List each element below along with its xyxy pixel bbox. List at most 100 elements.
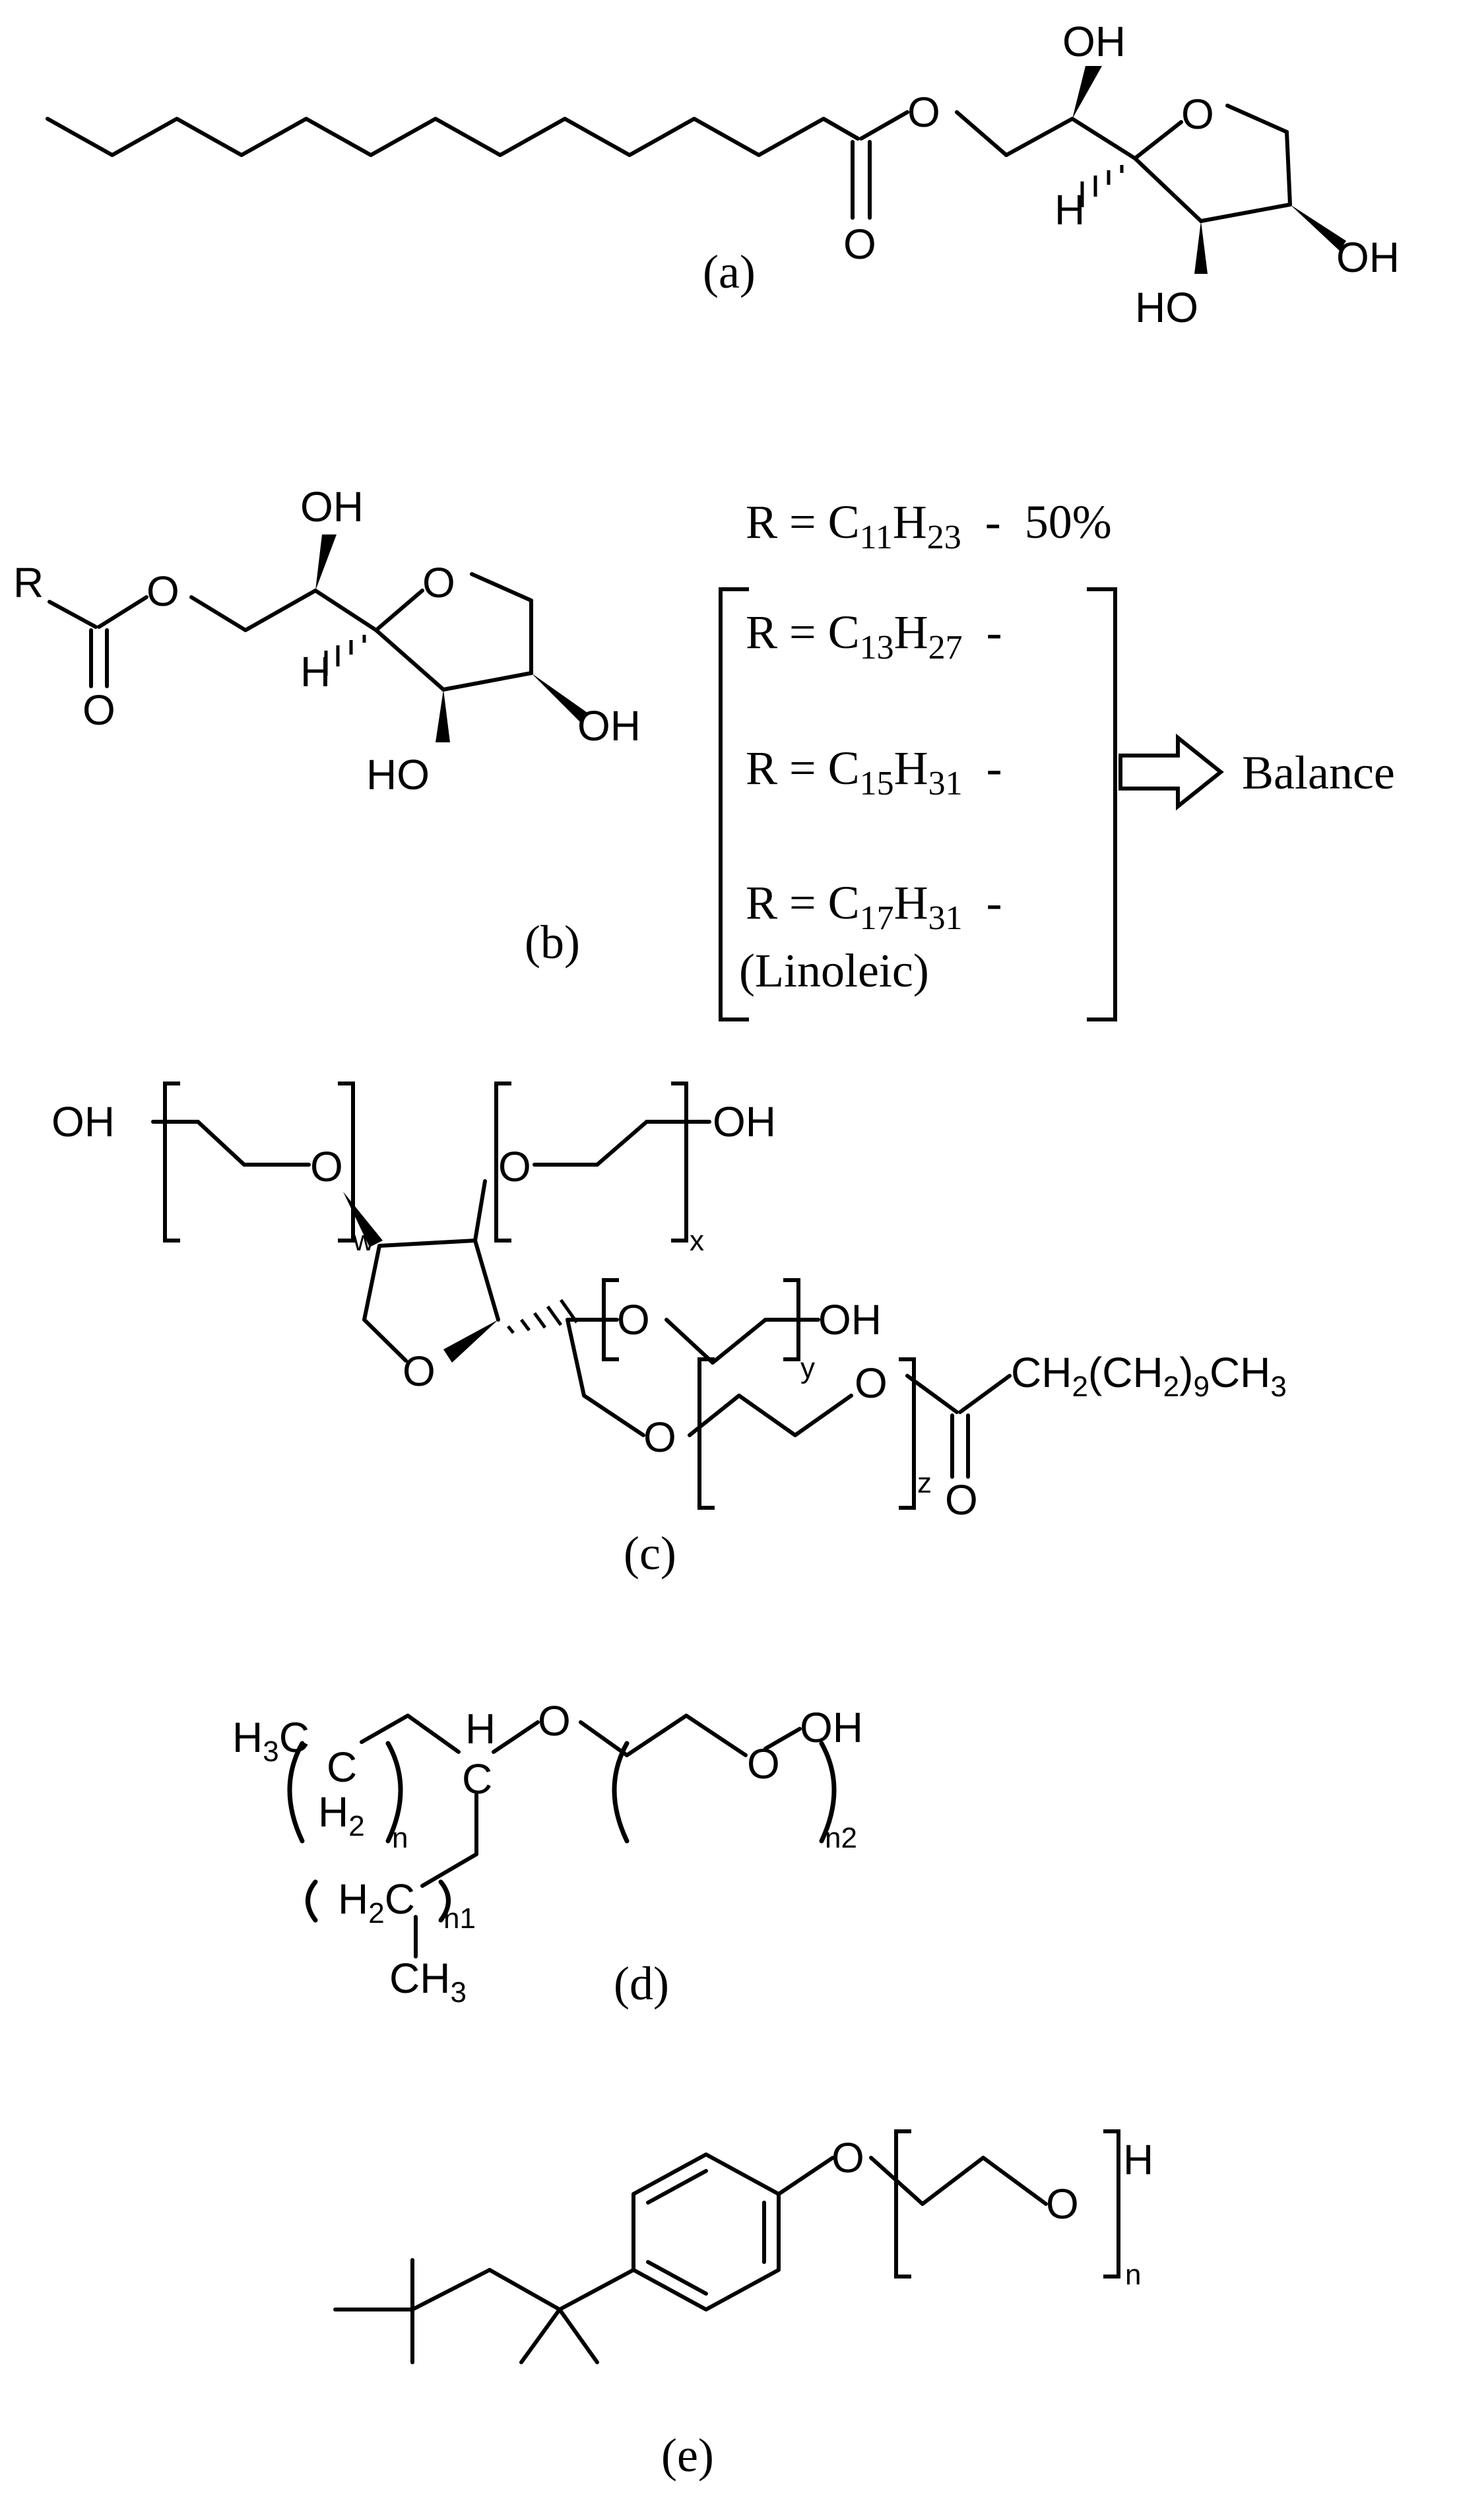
panel-d-o2: O: [747, 1740, 780, 1788]
panel-c-oh2: OH: [713, 1098, 776, 1146]
composition-right-bracket: [1087, 587, 1117, 1021]
panel-c-o5: O: [855, 1359, 888, 1407]
panel-d-paren-n1-left: [306, 1879, 318, 1923]
panel-e-benzene-ring: [631, 2152, 781, 2311]
composition-line-1: R = C11H23 - 50%: [746, 496, 1112, 556]
panel-e-h: H: [1123, 2136, 1153, 2183]
panel-d-structure: H3C C H2 n H C O O OH n2 H2C n1 CH3: [232, 1697, 863, 2009]
panel-c-bond: [595, 1120, 649, 1167]
panel-c-o3: O: [617, 1296, 650, 1343]
panel-a-ring-bond: [1133, 120, 1183, 160]
panel-e-o2: O: [1046, 2180, 1079, 2228]
panel-b-bond: [48, 600, 98, 629]
panel-b-hashed-bond: [324, 635, 366, 676]
panel-e-bond: [777, 2156, 835, 2196]
panel-c-o4: O: [643, 1413, 676, 1461]
panel-d-c1: C: [327, 1743, 357, 1791]
panel-b-ho-bottom: HO: [366, 751, 430, 798]
panel-c-bond: [664, 1318, 715, 1365]
panel-a-wedge-bond: [1072, 66, 1102, 119]
panel-c-o-carbonyl: O: [945, 1476, 978, 1524]
panel-b-r: R: [13, 559, 44, 606]
panel-c-wedge-bond: [443, 1320, 498, 1363]
panel-a-bond: [822, 117, 860, 141]
panel-b-ring-bond: [441, 671, 533, 692]
panel-c-bond: [196, 1120, 246, 1167]
panel-a-o-carbonyl: O: [843, 220, 876, 268]
panel-d-paren-n-right: [385, 1741, 403, 1844]
panel-a-bond: [859, 110, 909, 141]
panel-b-bond: [189, 595, 247, 632]
panel-c-sub-w: w: [352, 1225, 374, 1257]
panel-c-sub-y: y: [800, 1352, 815, 1384]
panel-d-oh: OH: [800, 1704, 863, 1751]
panel-a-bond: [1070, 117, 1137, 160]
panel-a-bond: [955, 110, 1008, 157]
panel-d-bond: [492, 1720, 540, 1754]
panel-b-ring-bond: [374, 589, 424, 632]
panel-d-bond: [579, 1720, 629, 1757]
panel-d-bond: [360, 1714, 410, 1744]
panel-b-o-carbonyl: O: [82, 686, 115, 734]
panel-e-bond: [921, 2156, 985, 2206]
panel-a-ring-bond: [1199, 203, 1292, 223]
panel-d-paren-n1-right: [438, 1879, 451, 1923]
panel-d-o1: O: [538, 1697, 571, 1745]
panel-c-laurate-chain: CH2(CH2)9CH3: [1011, 1349, 1287, 1403]
panel-b-o-ester: O: [146, 567, 179, 615]
panel-a-structure: O O O OH H OH HO: [46, 18, 1400, 331]
panel-e-bond: [981, 2156, 1048, 2206]
panel-c-ring-bond: [377, 1239, 477, 1248]
panel-a-oh-top: OH: [1062, 18, 1126, 65]
panel-a-bond: [1004, 117, 1074, 157]
panel-a-o-ester: O: [907, 88, 940, 136]
panel-a-ring-bond: [1285, 130, 1292, 207]
composition-left-bracket: [719, 587, 749, 1021]
composition-line-4: R = C17H31 -: [746, 876, 1002, 937]
panel-c-o-ring: O: [403, 1347, 436, 1395]
panel-c-structure: OH O w O OH x O OH y O O O z O CH2(CH2)9…: [51, 1082, 1287, 1524]
panel-d-n1: n1: [443, 1902, 476, 1935]
panel-c-ring-bond: [362, 1318, 408, 1363]
panel-c-o2: O: [498, 1143, 531, 1190]
panel-a-ring-bond: [1225, 104, 1289, 134]
panel-e-n: n: [1125, 2259, 1141, 2291]
panel-d-bond: [625, 1714, 688, 1757]
panel-c-o1: O: [310, 1143, 343, 1190]
panel-b-bond: [97, 595, 148, 629]
panel-e-bond: [558, 2268, 635, 2311]
panel-e-aromatic-bond: [646, 2169, 708, 2205]
panel-e-structure: O O H n: [333, 2129, 1153, 2364]
panel-e-bracket-right: [1103, 2129, 1120, 2278]
panel-c-hashed-bond: [507, 1299, 579, 1334]
panel-c-bond: [566, 1318, 586, 1398]
panel-c-ring-bond: [362, 1244, 381, 1322]
panel-e-bond: [558, 2308, 599, 2364]
panel-d-paren-n2-right: [819, 1741, 837, 1844]
panel-e-bond: [519, 2308, 562, 2364]
panel-c-oh-left: OH: [51, 1098, 115, 1146]
panel-a-alkyl-chain: [46, 117, 860, 157]
panel-e-bond: [488, 2268, 562, 2311]
panel-c-bond: [582, 1394, 645, 1437]
panel-e-caption: (e): [661, 2429, 714, 2482]
panel-c-caption: (c): [624, 1527, 676, 1580]
panel-b-wedge-bond: [315, 534, 337, 591]
panel-c-bracket-z-right: [899, 1357, 916, 1510]
panel-b-o-ring: O: [422, 559, 455, 606]
panel-d-bond: [684, 1714, 748, 1757]
panel-d-n: n: [392, 1822, 408, 1854]
panel-d-n2: n2: [825, 1822, 857, 1854]
panel-e-bracket-left: [894, 2129, 911, 2278]
panel-e-aromatic-bond: [646, 2260, 708, 2296]
panel-d-paren-n-left: [287, 1741, 305, 1844]
panel-c-bond: [905, 1374, 959, 1414]
panel-d-h2c: H2C: [338, 1875, 415, 1929]
panel-b-caption: (b): [525, 916, 580, 969]
panel-d-h3c: H3C: [232, 1714, 309, 1768]
panel-b-composition: R = C11H23 - 50% R = C13H27 - R = C15H31…: [719, 496, 1395, 1021]
panel-c-bracket-z-left: [697, 1357, 715, 1510]
panel-b-wedge-bond: [531, 673, 587, 723]
panel-a-o-ring: O: [1181, 90, 1214, 138]
panel-b-wedge-bond: [436, 690, 450, 742]
